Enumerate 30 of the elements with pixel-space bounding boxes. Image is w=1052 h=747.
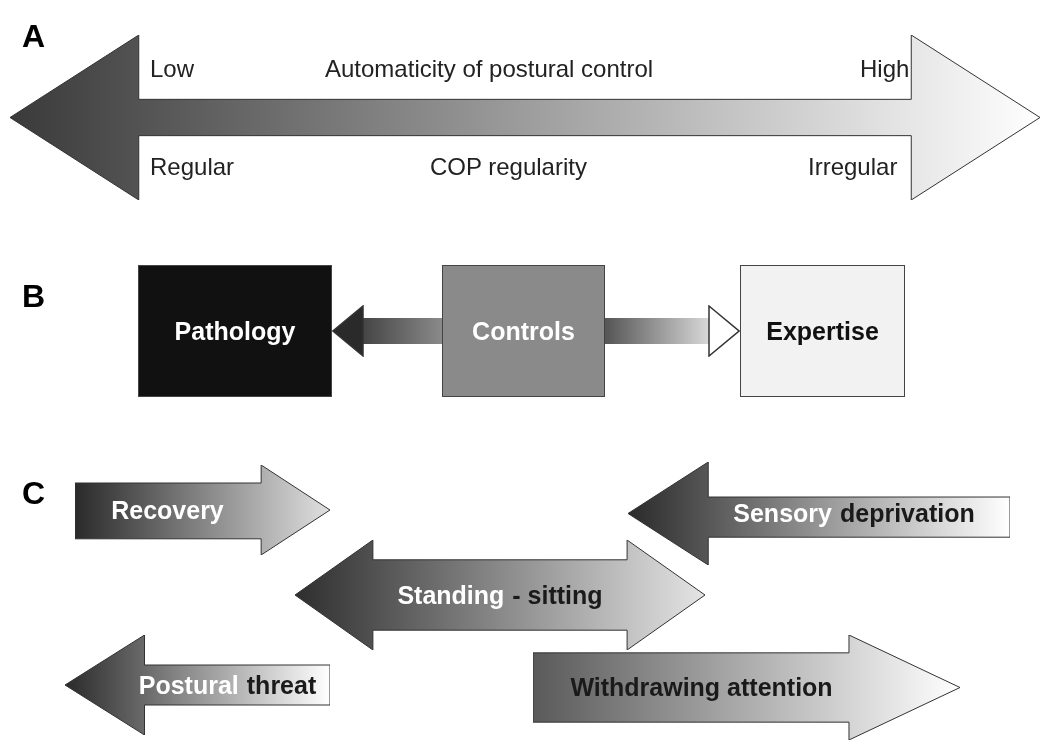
panel-letter: C: [22, 475, 46, 512]
block-arrow: [65, 635, 330, 735]
arrow-label: deprivation: [839, 499, 975, 528]
arrow-label: threat: [246, 670, 317, 700]
arrow-label: Recovery: [111, 495, 224, 525]
axis-text: Low: [150, 55, 195, 83]
double-arrow: [295, 540, 705, 650]
process-box: [740, 265, 905, 397]
axis-text: Automaticity of postural control: [325, 55, 654, 83]
process-box: [138, 265, 332, 397]
arrow-label: - sitting: [512, 580, 603, 610]
block-arrow: [628, 462, 1010, 565]
arrow-label: Withdrawing attention: [570, 673, 833, 702]
panel-letter: A: [22, 18, 46, 55]
axis-text: High: [860, 55, 910, 83]
arrow-label: Standing: [397, 580, 505, 610]
arrow-label: Postural: [138, 670, 239, 700]
block-arrow: [533, 635, 960, 740]
box-label: Expertise: [766, 316, 879, 346]
arrow: [332, 305, 442, 357]
box-label: Controls: [472, 316, 575, 346]
axis-text: COP regularity: [430, 153, 587, 181]
box-label: Pathology: [174, 316, 296, 346]
panel-letter: B: [22, 278, 46, 315]
arrow-label: Sensory: [733, 499, 832, 528]
axis-text: Irregular: [808, 153, 898, 181]
process-box: [442, 265, 605, 397]
arrow: [605, 305, 740, 357]
axis-text: Regular: [150, 153, 235, 181]
block-arrow: [75, 465, 330, 555]
